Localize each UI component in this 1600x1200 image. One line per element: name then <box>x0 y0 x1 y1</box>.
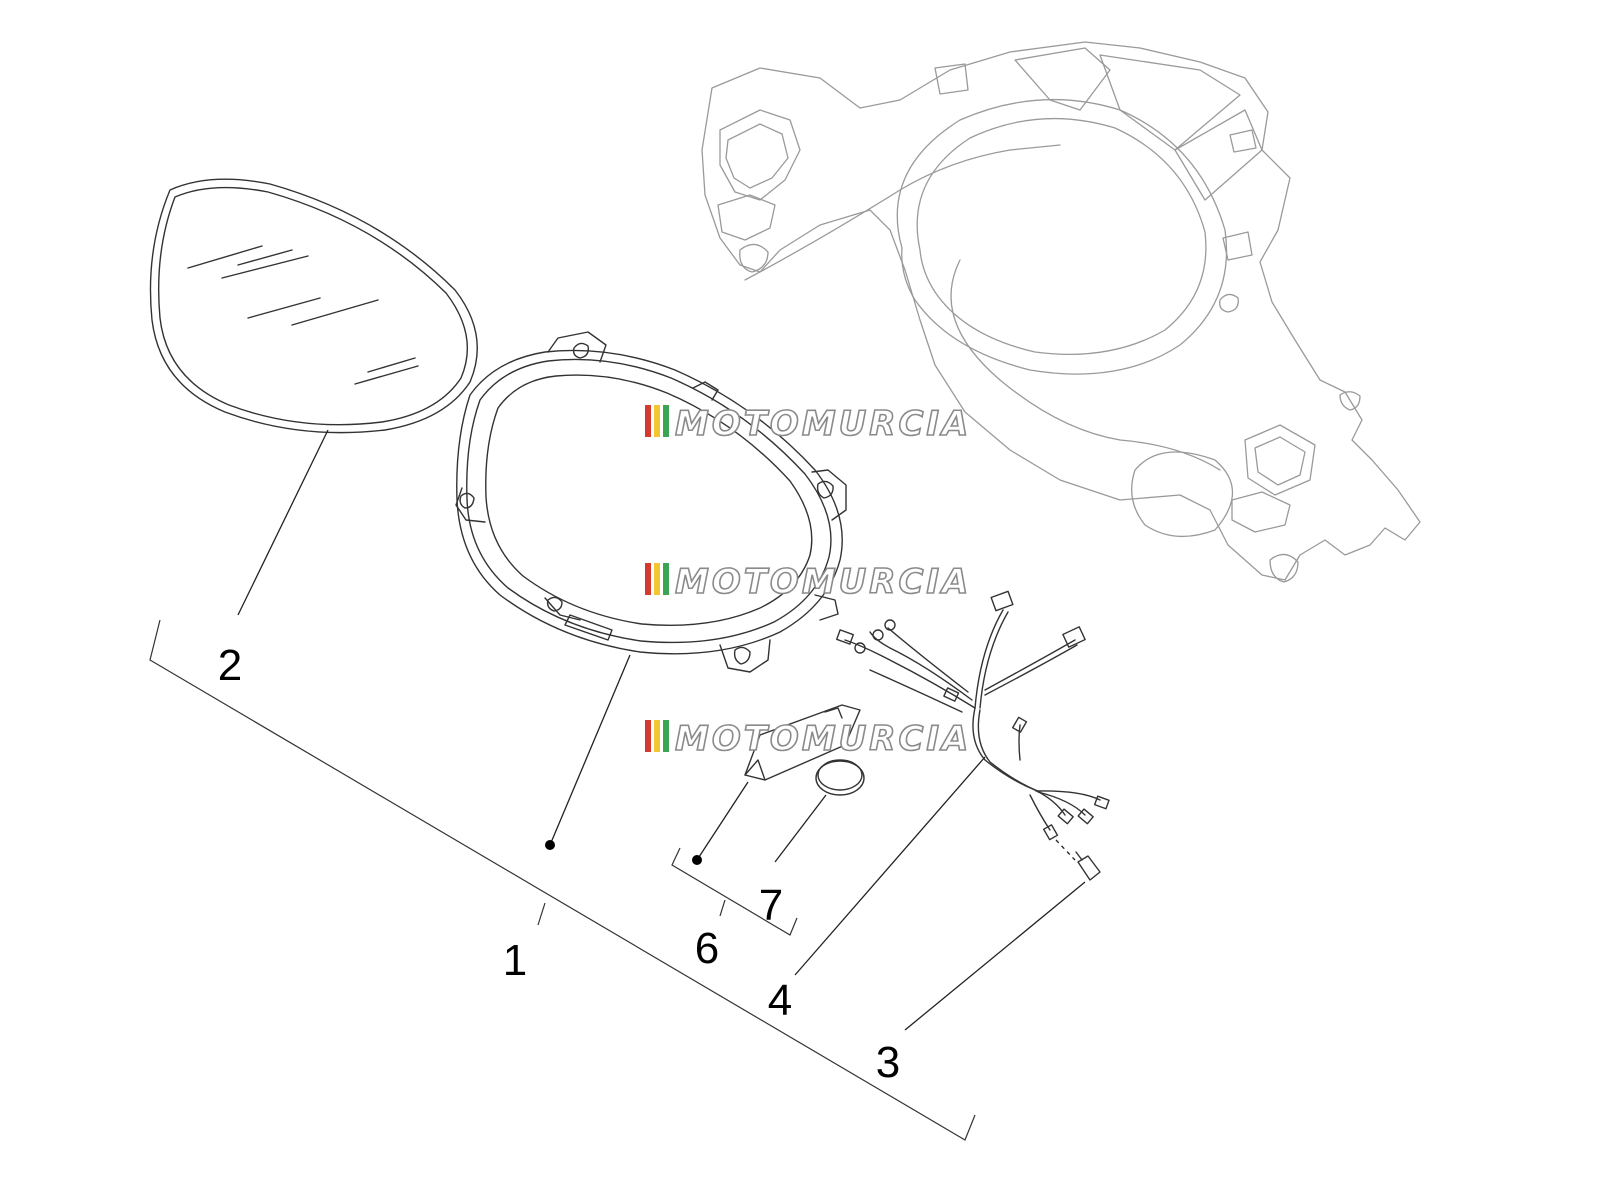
leader-dot-6 <box>692 855 702 865</box>
leader-dot-1 <box>545 840 555 850</box>
watermark-2: MOTOMURCIA <box>645 561 971 603</box>
callout-7: 7 <box>759 881 783 930</box>
callout-6: 6 <box>695 924 719 973</box>
handlebar-cover <box>701 41 1421 583</box>
group-brackets <box>149 619 976 1141</box>
watermark-1: MOTOMURCIA <box>645 403 971 445</box>
coin-battery <box>815 759 865 796</box>
callout-1: 1 <box>503 936 527 985</box>
watermark-text: MOTOMURCIA <box>675 719 971 759</box>
cover-plate <box>744 704 861 781</box>
callout-4: 4 <box>768 976 792 1025</box>
watermark-3: MOTOMURCIA <box>645 718 971 760</box>
callout-2: 2 <box>218 641 242 690</box>
watermark-text: MOTOMURCIA <box>675 562 971 602</box>
instrument-glass <box>149 178 478 434</box>
wiring-harness <box>836 590 1110 861</box>
callout-3: 3 <box>876 1038 900 1087</box>
watermark-text: MOTOMURCIA <box>675 404 971 444</box>
bulb <box>1075 851 1101 881</box>
leader-lines <box>237 429 1086 1031</box>
instrument-cluster <box>455 331 847 673</box>
